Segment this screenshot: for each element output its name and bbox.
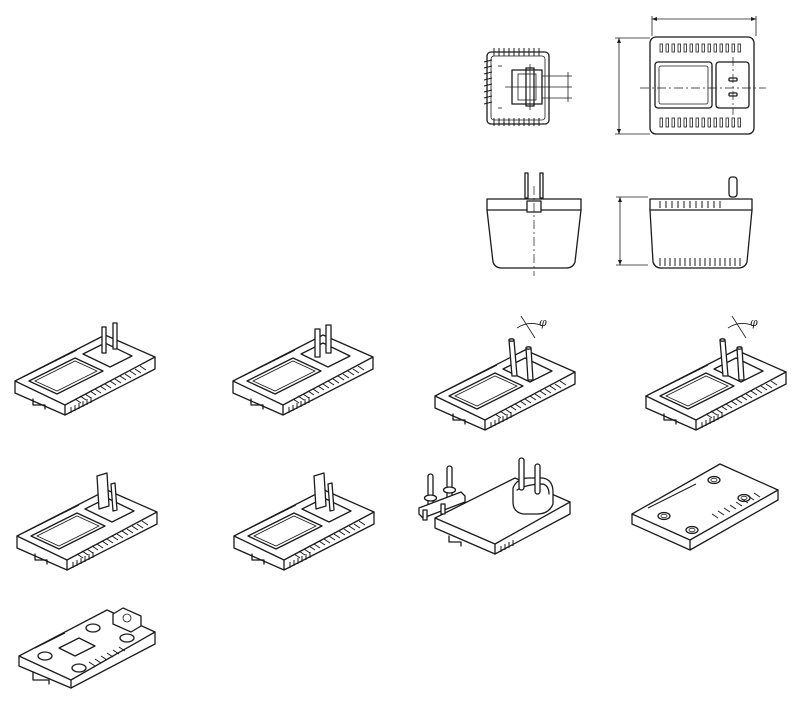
front-lower-slots — [659, 258, 741, 266]
side-view-pin — [616, 176, 753, 269]
adapter-round-pins-tilted-b: φ — [645, 315, 787, 431]
angle-label-a: φ — [539, 316, 547, 329]
front-upper-slots — [659, 201, 721, 208]
adapter-blade-pins-b — [233, 472, 375, 571]
top-view-lower-slots — [659, 117, 741, 128]
adapter-bottom-with-mount — [18, 607, 156, 689]
adapter-round-pins-tilted: φ — [434, 315, 576, 431]
bottom-vent-slots — [493, 118, 540, 126]
top-view-upper-slots — [659, 43, 741, 53]
top-vent-slots — [493, 48, 540, 56]
adapter-blade-pins — [16, 472, 158, 571]
top-view — [615, 16, 766, 135]
side-view-connector — [483, 48, 572, 126]
adapter-flat-pins-angled — [232, 324, 374, 416]
detached-pin-pair — [418, 465, 466, 521]
adapter-with-detached-plug — [418, 457, 571, 555]
angle-label-b: φ — [750, 316, 758, 329]
adapter-bottom-with-feet — [631, 463, 779, 551]
left-vent-slots — [483, 59, 493, 105]
adapter-flat-pins — [14, 322, 156, 416]
front-view — [486, 172, 582, 276]
